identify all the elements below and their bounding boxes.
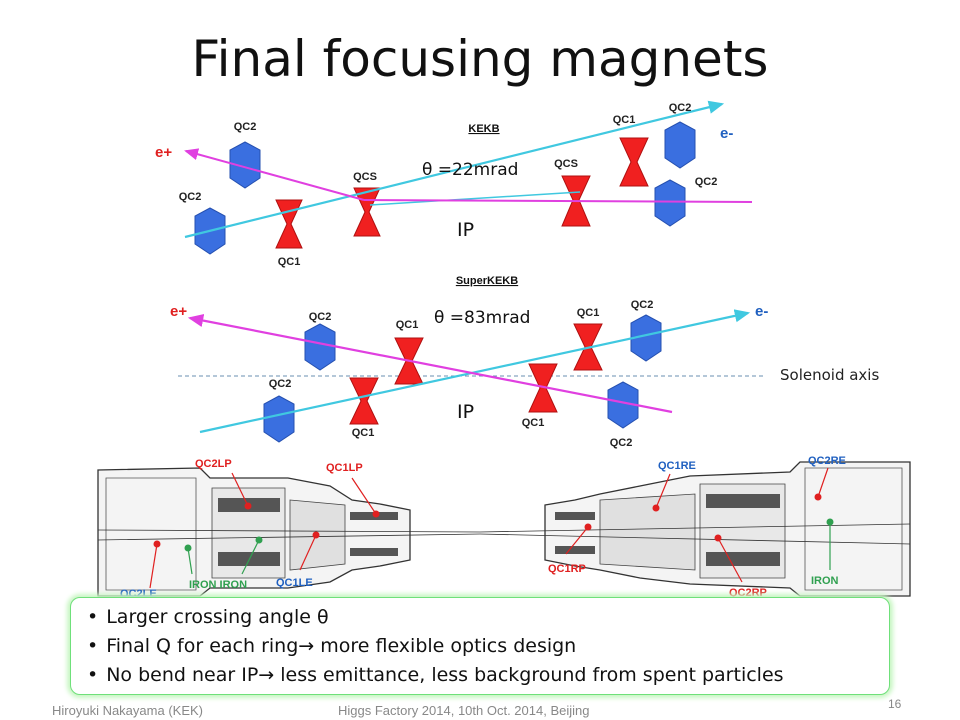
superkekb-heading: SuperKEKB	[456, 275, 518, 287]
qc1re-label: QC1RE	[658, 460, 696, 472]
left-beam-pipe-line	[97, 529, 481, 533]
bullet-box: Larger crossing angle θ Final Q for each…	[70, 597, 890, 695]
superkekb-positron-label: e+	[170, 303, 187, 320]
right-qc2-coil-lower	[706, 552, 780, 566]
kekb-qc1-left-magnet	[275, 199, 303, 249]
kekb-qc2-upper-left-magnet	[229, 141, 261, 189]
qc1rp-label: QC1RP	[548, 563, 586, 575]
qc1lp-marker	[372, 510, 380, 518]
kekb-electron-beam-line	[184, 100, 725, 239]
superkekb-qc2-lower-left-label: QC2	[269, 378, 292, 390]
superkekb-positron-beam-line	[187, 314, 673, 414]
superkekb-diagram: SuperKEKB e+ e- QC2 QC2 QC1 QC1 QC1 QC1 …	[170, 275, 879, 449]
right-qc1-coil-upper	[555, 512, 595, 520]
superkekb-qc2-upper-left-label: QC2	[309, 311, 332, 323]
bullet-item: Larger crossing angle θ	[87, 603, 889, 632]
bullet-item: No bend near IP→ less emittance, less ba…	[87, 661, 889, 690]
kekb-qc2-lower-right-label: QC2	[695, 176, 718, 188]
kekb-qc2-upper-left-label: QC2	[234, 121, 257, 133]
superkekb-qc2-lower-right-label: QC2	[610, 437, 633, 449]
kekb-qc1-right-label: QC1	[613, 114, 636, 126]
right-beam-pipe-line	[479, 523, 911, 533]
kekb-diagram: KEKB e+ e- QC2 QC2 QC1 QCS QCS QC1 QC2 Q…	[155, 100, 753, 268]
kekb-ip-label: IP	[457, 219, 474, 241]
left-end-flange	[105, 477, 197, 591]
qc1le-label: QC1LE	[276, 577, 313, 589]
kekb-positron-beam-line	[184, 148, 365, 201]
kekb-qc2-upper-right-magnet	[664, 121, 696, 169]
superkekb-qc1-lower-left-magnet	[349, 377, 379, 425]
superkekb-qc1-upper-right-label: QC1	[577, 307, 600, 319]
superkekb-electron-label: e-	[755, 303, 768, 320]
kekb-positron-beam-straight	[363, 199, 753, 203]
superkekb-qc1-lower-left-label: QC1	[352, 427, 375, 439]
kekb-qcs-right-label: QCS	[554, 158, 578, 170]
bullet-item: Final Q for each ring→ more flexible opt…	[87, 632, 889, 661]
right-qc1-yoke	[599, 493, 696, 571]
superkekb-qc2-upper-left-magnet	[304, 323, 336, 371]
kekb-electron-beam-inner	[369, 191, 581, 206]
right-end-flange	[804, 467, 903, 591]
qc2rp-marker	[714, 534, 722, 542]
qc2re-label: QC2RE	[808, 455, 846, 467]
qc2rp-label: QC2RP	[729, 587, 767, 599]
kekb-qc2-upper-right-label: QC2	[669, 102, 692, 114]
qc2lp-label: QC2LP	[195, 458, 232, 470]
superkekb-qc2-upper-right-label: QC2	[631, 299, 654, 311]
kekb-qc1-right-magnet	[619, 137, 649, 187]
kekb-qcs-left-label: QCS	[353, 171, 377, 183]
superkekb-qc2-lower-right-magnet	[607, 381, 639, 429]
solenoid-axis-label: Solenoid axis	[780, 366, 879, 384]
right-qc2-coil-upper	[706, 494, 780, 508]
iron-label: IRON	[811, 575, 839, 587]
left-iron-marker-1	[184, 544, 192, 552]
left-beam-pipe-line-2	[97, 533, 481, 541]
page-number: 16	[888, 697, 902, 711]
superkekb-qc1-upper-left-label: QC1	[396, 319, 419, 331]
left-iron-marker-2	[255, 536, 263, 544]
iron-iron-label: IRON IRON	[189, 579, 247, 591]
superkekb-ip-label: IP	[457, 401, 474, 423]
right-beam-pipe-line-2	[479, 533, 911, 545]
superkekb-qc1-lower-right-magnet	[528, 363, 558, 413]
qc2le-marker	[153, 540, 161, 548]
qc2re-marker	[814, 493, 822, 501]
qc2lp-marker	[244, 502, 252, 510]
superkekb-qc2-upper-right-magnet	[630, 314, 662, 362]
qc1re-marker	[652, 504, 660, 512]
qc1rp-marker	[584, 523, 592, 531]
right-qc1-coil-lower	[555, 546, 595, 554]
kekb-positron-label: e+	[155, 144, 172, 161]
superkekb-qc1-lower-right-label: QC1	[522, 417, 545, 429]
footer-author: Hiroyuki Nakayama (KEK)	[52, 703, 203, 718]
superkekb-qc2-lower-left-magnet	[263, 395, 295, 443]
slide-title: Final focusing magnets	[191, 30, 769, 88]
kekb-electron-label: e-	[720, 125, 733, 142]
left-qc1-coil-lower	[350, 548, 398, 556]
right-iron-marker	[826, 518, 834, 526]
footer-event: Higgs Factory 2014, 10th Oct. 2014, Beij…	[338, 703, 590, 718]
kekb-qc2-lower-right-magnet	[654, 179, 686, 227]
engineering-drawing: QC2LP QC1LP QC1RE QC2RE IRON IRON QC1LE …	[97, 455, 911, 600]
kekb-qc2-lower-left-label: QC2	[179, 191, 202, 203]
qc1le-marker	[312, 531, 320, 539]
kekb-angle-label: θ =22mrad	[422, 160, 518, 180]
qc1lp-label: QC1LP	[326, 462, 363, 474]
superkekb-angle-label: θ =83mrad	[434, 308, 530, 328]
kekb-qc1-left-label: QC1	[278, 256, 301, 268]
kekb-heading: KEKB	[468, 123, 499, 135]
